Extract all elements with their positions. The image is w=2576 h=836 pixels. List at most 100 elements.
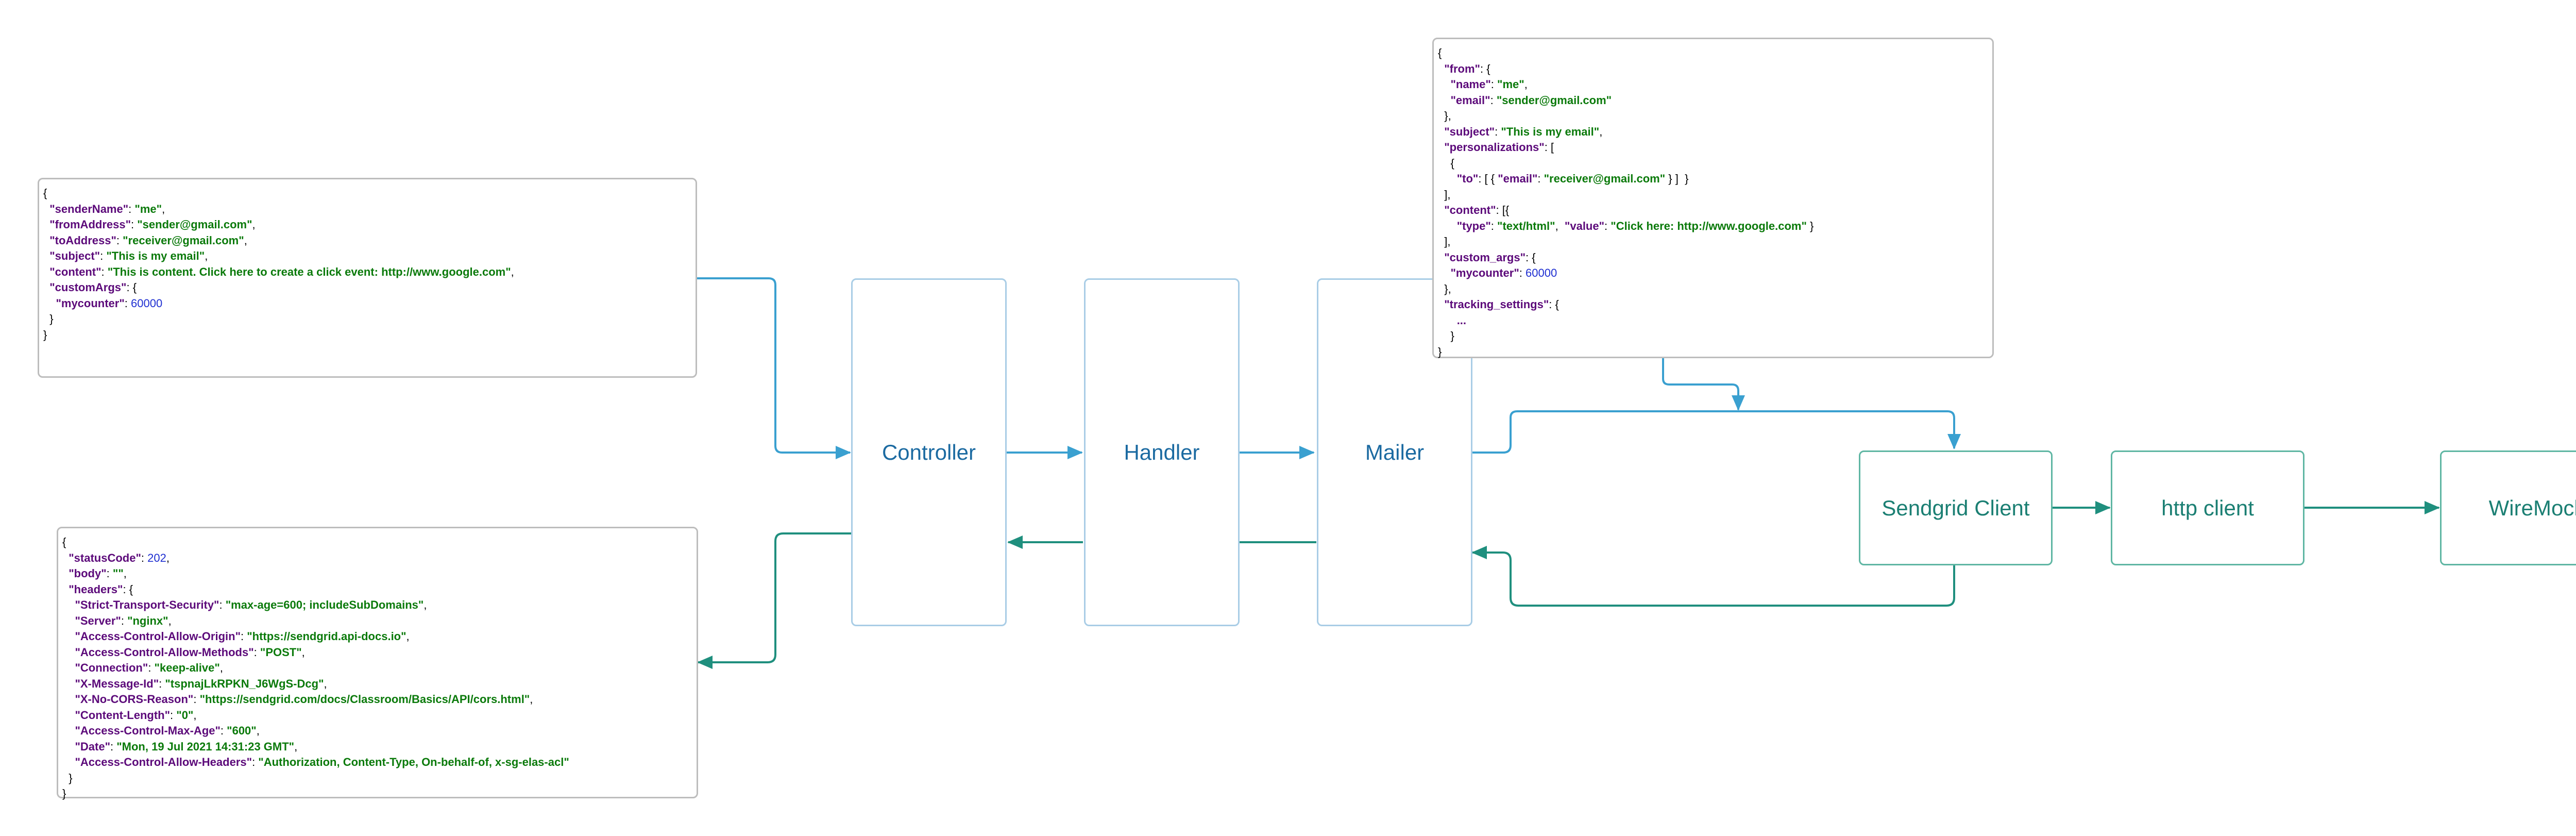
json-string: "600" bbox=[227, 724, 257, 737]
json-key: "senderName" bbox=[49, 202, 129, 215]
json-punct bbox=[1438, 94, 1450, 107]
json-key: "Content-Length" bbox=[75, 708, 171, 722]
json-string: "This is content. Click here to create a… bbox=[107, 265, 511, 278]
handler-node[interactable]: Handler bbox=[1084, 278, 1240, 626]
json-line: } bbox=[1438, 344, 1988, 360]
json-line: "from": { bbox=[1438, 61, 1988, 77]
json-punct: { bbox=[43, 187, 47, 199]
json-line: "fromAddress": "sender@gmail.com", bbox=[43, 217, 691, 233]
json-line: "X-No-CORS-Reason": "https://sendgrid.co… bbox=[62, 692, 692, 708]
json-key: "Access-Control-Max-Age" bbox=[75, 724, 221, 737]
json-line: "mycounter": 60000 bbox=[1438, 265, 1988, 281]
controller-node[interactable]: Controller bbox=[851, 278, 1007, 626]
json-key: "body" bbox=[69, 567, 107, 580]
json-punct bbox=[1438, 251, 1444, 264]
json-key: "name" bbox=[1450, 78, 1491, 91]
json-punct: } bbox=[1438, 329, 1454, 342]
json-line: }, bbox=[1438, 108, 1988, 124]
json-punct: } bbox=[1438, 345, 1442, 358]
json-punct bbox=[1438, 266, 1450, 279]
json-string: "nginx" bbox=[127, 614, 168, 627]
json-key: "Date" bbox=[75, 740, 110, 753]
json-line: { bbox=[43, 186, 691, 202]
json-line: "name": "me", bbox=[1438, 77, 1988, 93]
json-key: "toAddress" bbox=[49, 233, 116, 247]
wiremock-node[interactable]: WireMock bbox=[2440, 450, 2576, 565]
json-string: "This is my email" bbox=[1501, 125, 1600, 138]
arrow-mailer-to-sendgrid bbox=[1471, 410, 1961, 454]
json-line: } bbox=[43, 327, 691, 343]
json-string: "receiver@gmail.com" bbox=[1544, 172, 1666, 185]
json-string: "sender@gmail.com" bbox=[1496, 93, 1612, 107]
json-punct: } bbox=[62, 771, 73, 784]
json-line: "personalizations": [ bbox=[1438, 140, 1988, 156]
json-line: "Access-Control-Max-Age": "600", bbox=[62, 723, 692, 739]
json-punct: , bbox=[166, 551, 170, 564]
json-line: "Date": "Mon, 19 Jul 2021 14:31:23 GMT", bbox=[62, 739, 692, 755]
json-punct: : bbox=[170, 708, 177, 722]
json-punct: , bbox=[294, 740, 298, 753]
json-punct: } bbox=[43, 328, 47, 341]
json-punct: , bbox=[324, 677, 327, 690]
json-punct: : bbox=[106, 567, 113, 580]
json-line: "tracking_settings": { bbox=[1438, 297, 1988, 313]
json-line: { bbox=[1438, 156, 1988, 172]
json-punct: : bbox=[220, 724, 227, 737]
json-punct bbox=[62, 693, 75, 706]
json-number: 202 bbox=[147, 551, 166, 564]
json-punct bbox=[1438, 314, 1457, 327]
json-line: "customArgs": { bbox=[43, 280, 691, 296]
json-punct bbox=[1438, 220, 1457, 232]
json-punct: , bbox=[406, 630, 410, 643]
json-punct bbox=[43, 203, 49, 215]
json-line: { bbox=[1438, 45, 1988, 61]
json-punct: ], bbox=[1438, 188, 1451, 201]
arrow-controller-to-response bbox=[697, 532, 851, 669]
json-line: { bbox=[62, 534, 692, 550]
json-punct: : bbox=[1604, 219, 1611, 232]
json-string: "text/html" bbox=[1497, 219, 1555, 232]
json-line: "toAddress": "receiver@gmail.com", bbox=[43, 233, 691, 249]
json-key: "customArgs" bbox=[49, 281, 127, 294]
json-punct: : [ bbox=[1544, 141, 1554, 154]
http-client-node[interactable]: http client bbox=[2111, 450, 2304, 565]
json-punct: ], bbox=[1438, 235, 1451, 248]
json-key: "Connection" bbox=[75, 661, 148, 674]
json-punct: , bbox=[301, 645, 305, 659]
json-punct: , bbox=[423, 598, 427, 611]
json-line: } bbox=[43, 311, 691, 327]
json-punct bbox=[62, 646, 75, 659]
json-string: "receiver@gmail.com" bbox=[123, 233, 244, 247]
json-line: } bbox=[62, 786, 692, 802]
json-line: "Strict-Transport-Security": "max-age=60… bbox=[62, 597, 692, 613]
json-line: } bbox=[1438, 328, 1988, 344]
sendgrid-client-node[interactable]: Sendgrid Client bbox=[1859, 450, 2053, 565]
json-line: "statusCode": 202, bbox=[62, 550, 692, 566]
json-punct: : bbox=[131, 218, 138, 231]
json-line: "email": "sender@gmail.com" bbox=[1438, 93, 1988, 109]
arrow-sendgrid-json-pointer bbox=[1662, 358, 1745, 411]
json-string: "0" bbox=[176, 708, 194, 722]
json-punct bbox=[62, 598, 75, 611]
json-key: "personalizations" bbox=[1444, 141, 1545, 154]
json-line: "subject": "This is my email", bbox=[1438, 124, 1988, 140]
json-punct: , bbox=[252, 218, 256, 231]
json-punct bbox=[62, 583, 69, 596]
json-line: "custom_args": { bbox=[1438, 250, 1988, 266]
json-key: "subject" bbox=[49, 249, 100, 262]
json-line: "Content-Length": "0", bbox=[62, 708, 692, 724]
json-punct: : { bbox=[123, 582, 133, 596]
mailer-node[interactable]: Mailer bbox=[1317, 278, 1472, 626]
wiremock-label: WireMock bbox=[2488, 495, 2576, 520]
json-string: "max-age=600; includeSubDomains" bbox=[225, 598, 424, 611]
handler-label: Handler bbox=[1124, 440, 1200, 464]
json-key: "statusCode" bbox=[69, 551, 141, 564]
json-punct bbox=[62, 567, 69, 580]
json-punct: : bbox=[253, 645, 260, 659]
json-key: "Access-Control-Allow-Methods" bbox=[75, 645, 254, 659]
json-punct bbox=[62, 614, 75, 627]
json-punct: : [ { bbox=[1478, 172, 1498, 185]
json-punct bbox=[62, 740, 75, 753]
json-string: "keep-alive" bbox=[154, 661, 220, 674]
json-punct: : bbox=[219, 598, 226, 611]
